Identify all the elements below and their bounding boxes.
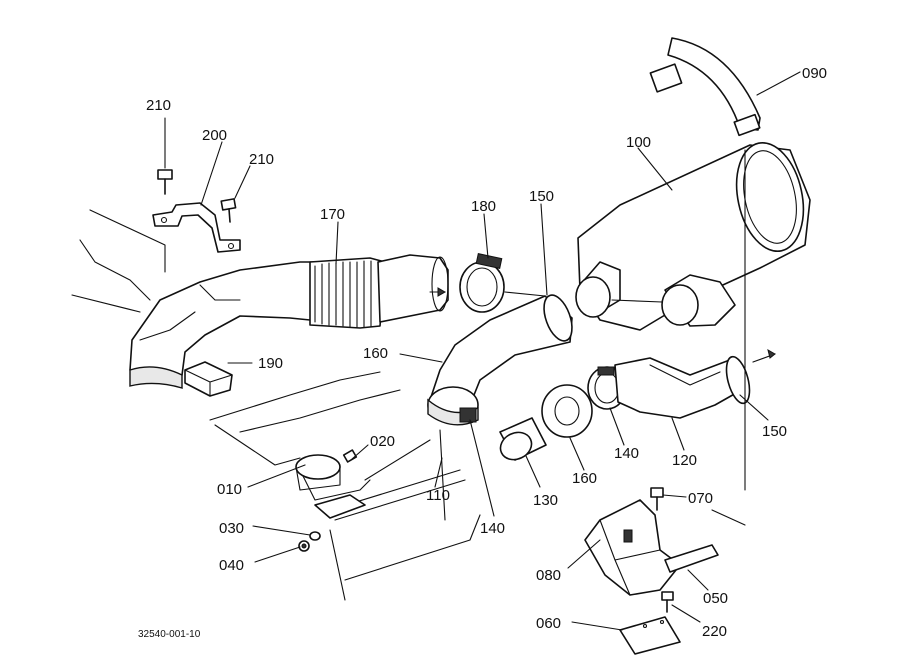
callout-220: 220	[702, 623, 727, 640]
nut-040	[298, 540, 310, 552]
callout-210-left: 210	[146, 97, 171, 114]
callout-100: 100	[626, 134, 651, 151]
callout-080: 080	[536, 567, 561, 584]
elbow-hose-160	[427, 294, 573, 426]
drawing-code: 32540-001-10	[138, 629, 201, 640]
air-cleaner-100	[575, 141, 811, 491]
ring-160	[541, 384, 593, 438]
callout-130: 130	[533, 492, 558, 509]
callout-150-top: 150	[529, 188, 554, 205]
callout-120: 120	[672, 452, 697, 469]
callout-200: 200	[202, 127, 227, 144]
callout-110: 110	[426, 487, 450, 504]
callout-030: 030	[219, 520, 244, 537]
bolt-210-right	[220, 198, 237, 223]
callout-150-right: 150	[762, 423, 787, 440]
callout-040: 040	[219, 557, 244, 574]
hose-120	[614, 355, 751, 419]
callout-090: 090	[802, 65, 827, 82]
callout-160-lower: 160	[572, 470, 597, 487]
bolt-210-left	[157, 169, 173, 195]
plate-010-bracket	[314, 494, 366, 519]
bolt-020	[342, 449, 358, 463]
tube-130	[499, 417, 547, 461]
assembly-centerlines	[429, 287, 776, 363]
intake-hose-170	[129, 254, 449, 389]
callout-210-right: 210	[249, 151, 274, 168]
bracket-200	[152, 202, 241, 253]
strap-090	[649, 37, 761, 137]
callout-140-left: 140	[480, 520, 505, 537]
callout-060: 060	[536, 615, 561, 632]
callout-070: 070	[688, 490, 713, 507]
callout-160-upper: 160	[363, 345, 388, 362]
hose-clamp-180	[459, 253, 505, 313]
plate-060	[619, 616, 681, 655]
callout-170: 170	[320, 206, 345, 223]
callout-050: 050	[703, 590, 728, 607]
callout-010: 010	[217, 481, 242, 498]
band-010	[295, 454, 341, 491]
callout-180: 180	[471, 198, 496, 215]
bolt-220	[661, 591, 674, 613]
bolt-070	[650, 487, 664, 511]
body-panel-lines	[71, 209, 481, 601]
pin-050	[664, 509, 746, 573]
leader-lines	[164, 71, 801, 631]
callout-190: 190	[258, 355, 283, 372]
bracket-080	[584, 499, 681, 596]
washer-030	[309, 531, 321, 541]
callout-020: 020	[370, 433, 395, 450]
callout-labels: 210 200 210 170 180 150 100 090 190 160 …	[146, 65, 827, 640]
block-190	[184, 361, 233, 397]
callout-140-right: 140	[614, 445, 639, 462]
